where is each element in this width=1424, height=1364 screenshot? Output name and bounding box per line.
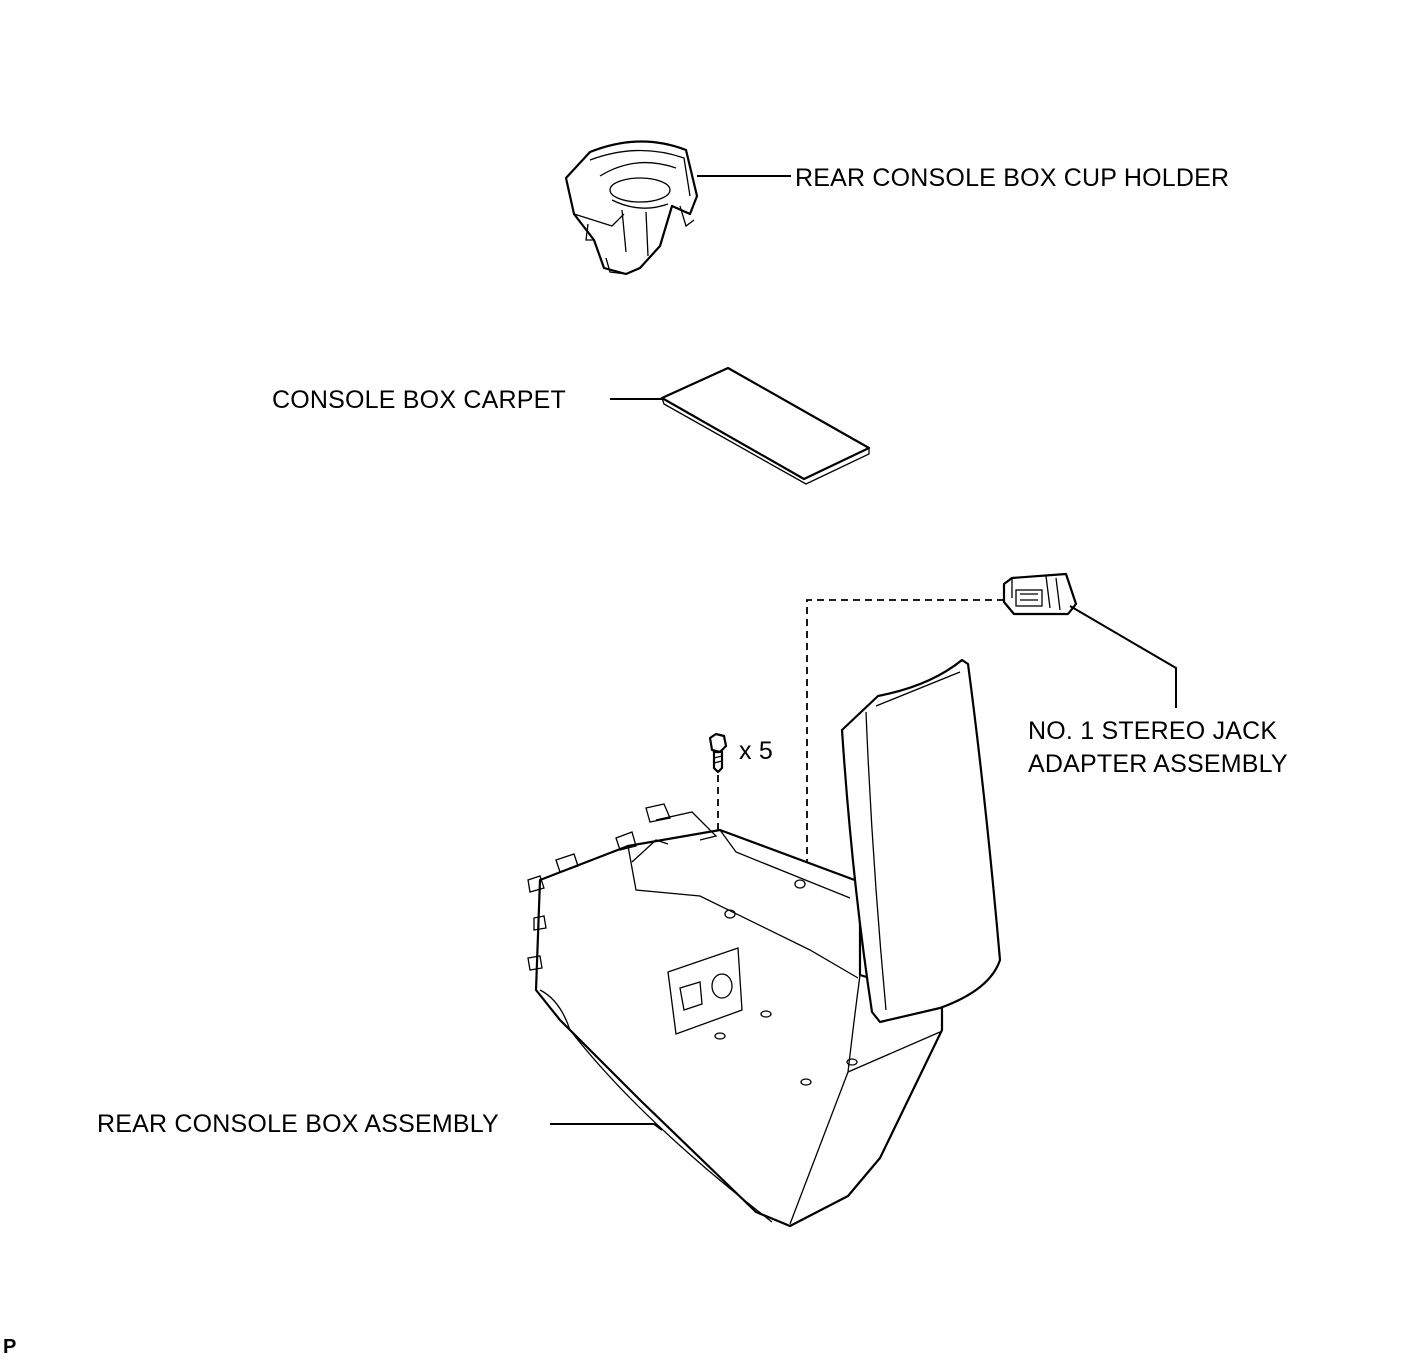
console-box-part [527, 658, 1002, 1228]
stereo-jack-label-line1: NO. 1 STEREO JACK [1028, 717, 1278, 745]
console-box-leader [550, 1123, 663, 1131]
cup-holder-part [564, 140, 699, 276]
bolt-quantity-label: x 5 [739, 737, 773, 765]
stereo-jack-label-line2: ADAPTER ASSEMBLY [1028, 750, 1288, 778]
stereo-jack-part [1002, 572, 1078, 616]
bolt-part [708, 732, 728, 774]
cup-holder-label: REAR CONSOLE BOX CUP HOLDER [795, 164, 1230, 192]
carpet-label: CONSOLE BOX CARPET [272, 386, 566, 414]
carpet-part [660, 366, 871, 485]
stereo-jack-label: NO. 1 STEREO JACK ADAPTER ASSEMBLY [1028, 715, 1288, 781]
stereo-jack-leader [1069, 605, 1177, 708]
console-box-label: REAR CONSOLE BOX ASSEMBLY [97, 1110, 499, 1138]
corner-code: P [3, 1336, 17, 1358]
